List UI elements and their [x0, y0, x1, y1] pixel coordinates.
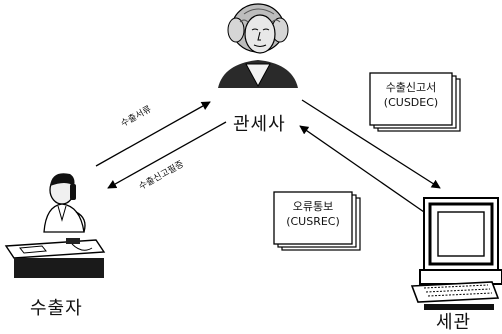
- customs-label: 세관: [436, 312, 472, 333]
- export-confirmation-arrow: [107, 121, 227, 189]
- export-declaration-title: 수출신고서: [385, 81, 437, 94]
- computer-terminal-icon: [410, 197, 502, 310]
- error-notice-code: (CUSREC): [286, 215, 340, 228]
- export-declaration-code: (CUSDEC): [383, 96, 439, 109]
- export-declaration-document: [369, 72, 461, 132]
- person-on-phone-icon: [4, 173, 106, 278]
- export-documents-arrow: [95, 101, 211, 167]
- exporter-label: 수출자: [30, 298, 83, 319]
- export-declaration-text: 수출신고서 (CUSDEC): [370, 80, 452, 110]
- declaration-to-customs-arrow: [301, 99, 441, 189]
- error-notice-title: 오류통보: [292, 200, 334, 213]
- customs-broker-label: 관세사: [233, 114, 286, 135]
- portrait-icon: [218, 3, 298, 88]
- error-notice-to-broker-arrow: [299, 125, 425, 213]
- error-notice-document: [273, 191, 361, 251]
- error-notice-text: 오류통보 (CUSREC): [274, 199, 352, 229]
